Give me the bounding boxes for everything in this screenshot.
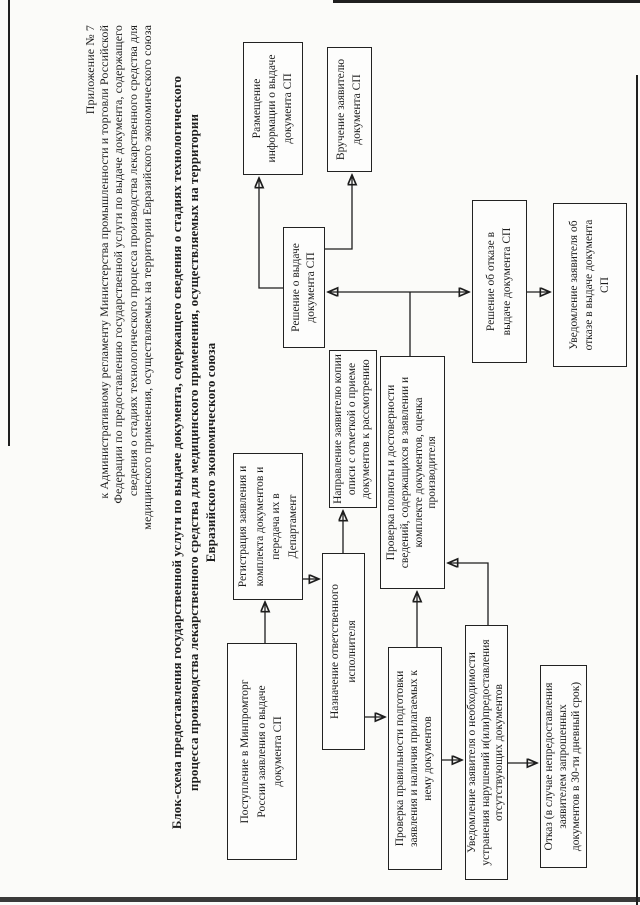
connector-reshenie-vydache-razmeshchenie <box>259 179 283 289</box>
scan-edge-left <box>8 0 10 446</box>
flowchart-box-proverka-pravilnosti: Проверка правильности подготовки заявлен… <box>388 647 442 870</box>
flowchart-box-reshenie-otkaze: Решение об отказе в выдаче документа СП <box>472 200 527 363</box>
flowchart-box-naznachenie: Назначение ответственного исполнителя <box>322 553 365 750</box>
scan-edge-top <box>333 0 640 3</box>
flowchart-box-vruchenie: Вручение заявителю документа СП <box>327 47 372 172</box>
connector-reshenie-vydache-vruchenie <box>325 176 352 250</box>
flowchart-box-postuplenie: Поступление в Минпромторг России заявлен… <box>227 643 297 860</box>
flowchart-box-uvedomlenie-neobkhodimosti: Уведомление заявителя о необходимости ус… <box>465 625 508 880</box>
flowchart-box-reshenie-vydache: Решение о выдаче документа СП <box>283 227 325 348</box>
scan-edge-right <box>636 75 638 905</box>
flowchart-box-proverka-polnoty: Проверка полноты и достоверности сведени… <box>380 356 445 589</box>
flowchart-box-napravlenie: Направление заявителю копии описи с отме… <box>329 350 377 508</box>
flowchart-box-razmeshchenie: Размещение информации о выдаче документа… <box>243 42 303 175</box>
flowchart-box-uvedomlenie-otkaze: Уведомление заявителя об отказе в выдаче… <box>553 203 627 367</box>
flowchart-box-registratsiya: Регистрация заявления и комплекта докуме… <box>233 453 303 600</box>
flowchart-box-otkaz: Отказ (в случае непредоставления заявите… <box>540 665 587 868</box>
scan-edge-bottom <box>0 897 640 902</box>
connector-uvedomlenie-proverka-polnoty <box>449 563 489 625</box>
